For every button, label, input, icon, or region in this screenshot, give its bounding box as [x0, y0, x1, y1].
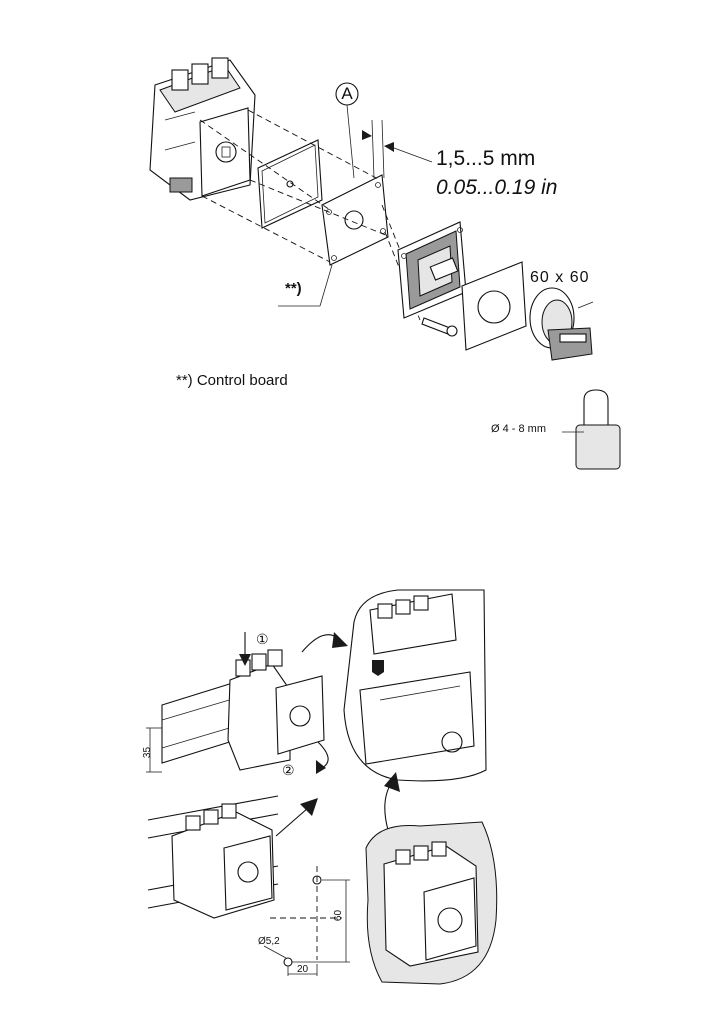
- handle-adapter-plate: [397, 221, 467, 319]
- step-arrows: [239, 632, 400, 837]
- label-plate: [461, 261, 527, 351]
- switch-on-rail-lower: [147, 795, 279, 919]
- switch-on-rail: [227, 649, 325, 771]
- footprint-label: 60 x 60: [530, 269, 590, 286]
- control-board-leader: [278, 264, 333, 307]
- switch-body: [149, 57, 256, 201]
- din-rail: [161, 681, 237, 764]
- padlock-diameter-label: Ø 4 - 8 mm: [491, 423, 547, 435]
- exploded-guide-lines: [199, 109, 421, 321]
- padlock: [562, 389, 621, 470]
- mounted-panel-view: [365, 821, 498, 985]
- control-board-footnote: **) Control board: [176, 372, 288, 389]
- control-board-marker: **): [285, 280, 302, 297]
- step-1-marker: ①: [256, 631, 269, 647]
- fixing-screw: [421, 317, 458, 337]
- rotary-handle: [529, 287, 594, 361]
- control-board-plate-a: [321, 174, 389, 266]
- drilling-template: [263, 866, 350, 976]
- hole-spacing-label: 60: [333, 909, 345, 922]
- rail-height-dimension: [146, 727, 162, 773]
- thickness-indicator: [362, 119, 433, 179]
- rail-height-label: 35: [142, 746, 154, 759]
- thickness-in-label: 0.05...0.19 in: [436, 176, 558, 199]
- thickness-mm-label: 1,5...5 mm: [436, 147, 536, 170]
- hole-diameter-label: Ø5,2: [258, 936, 280, 947]
- step-2-marker: ②: [282, 762, 295, 778]
- callout-a: [335, 82, 359, 179]
- gasket: [257, 139, 323, 229]
- callout-a-label: A: [341, 84, 353, 103]
- hole-offset-label: 20: [297, 964, 309, 975]
- detail-circle: [343, 589, 487, 782]
